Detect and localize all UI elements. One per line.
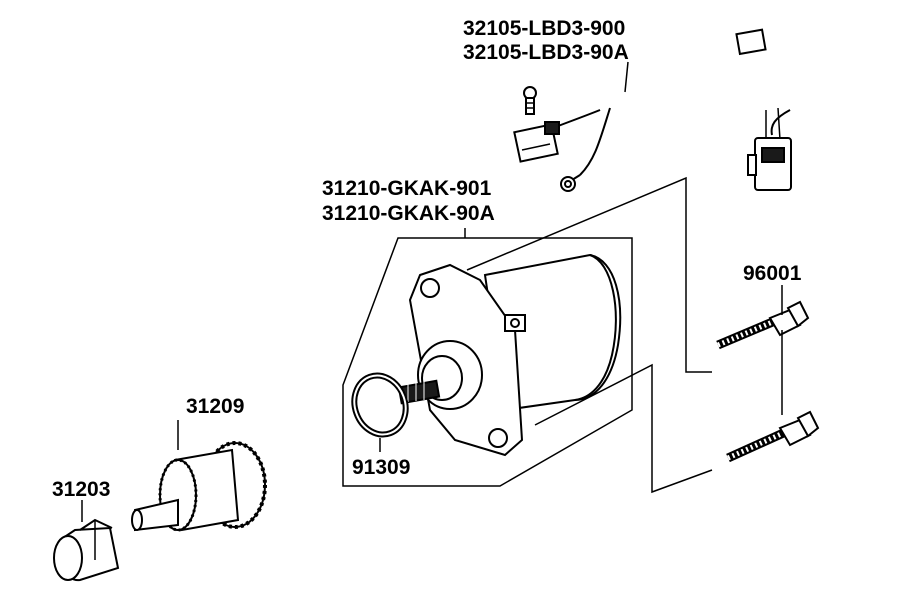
starter-clutch bbox=[131, 420, 267, 532]
label-starter-motor-b: 31210-GKAK-90A bbox=[322, 202, 495, 225]
starter-clutch-cap bbox=[53, 500, 120, 582]
label-harness-part-b: 32105-LBD3-90A bbox=[463, 41, 629, 64]
wire-harness bbox=[513, 28, 846, 192]
o-ring bbox=[351, 372, 409, 452]
label-starter-clutch: 31209 bbox=[186, 395, 244, 418]
label-harness-part-a: 32105-LBD3-900 bbox=[463, 17, 625, 40]
starter-motor-group-frame bbox=[342, 176, 713, 494]
label-cap: 31203 bbox=[52, 478, 110, 501]
label-o-ring: 91309 bbox=[352, 456, 410, 479]
label-bolt: 96001 bbox=[743, 262, 802, 285]
bolt-lower bbox=[726, 410, 820, 463]
harness-connector-right bbox=[754, 137, 792, 191]
harness-screw bbox=[523, 86, 537, 115]
harness-leader bbox=[624, 61, 629, 93]
ring-terminal bbox=[560, 174, 581, 192]
bolt-upper bbox=[716, 300, 810, 350]
label-starter-motor-a: 31210-GKAK-901 bbox=[322, 177, 492, 200]
starter-motor bbox=[397, 253, 622, 457]
harness-coupler-left bbox=[513, 121, 560, 163]
